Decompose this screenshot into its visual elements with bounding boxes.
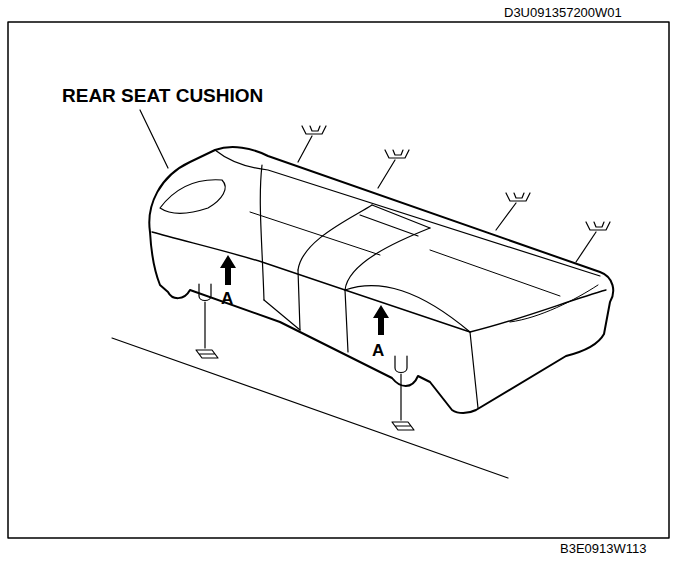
drawing-code: D3U091357200W01	[504, 6, 622, 19]
seat-seam	[250, 212, 560, 296]
seat-seam	[345, 228, 430, 290]
floor-line	[112, 338, 508, 478]
seat-edge	[215, 150, 600, 276]
seat-seam	[345, 286, 470, 332]
direction-arrow	[220, 255, 389, 335]
seat-seam	[360, 205, 430, 236]
seat-seam	[510, 285, 598, 322]
cushion-outline	[149, 147, 613, 413]
part-name: REAR SEAT CUSHION	[62, 86, 263, 105]
seat-seam	[264, 300, 300, 330]
leader-line	[140, 110, 168, 168]
seat-seam	[298, 270, 348, 352]
drawing-code: B3E0913W113	[560, 542, 647, 555]
seat-seam	[260, 165, 264, 300]
hook-symbol	[196, 284, 414, 430]
view-letter: A	[372, 342, 384, 359]
bolster	[160, 180, 225, 214]
view-letter: A	[221, 290, 233, 307]
seat-seam	[470, 332, 478, 408]
hook-symbol	[298, 126, 610, 262]
frame	[8, 22, 669, 538]
